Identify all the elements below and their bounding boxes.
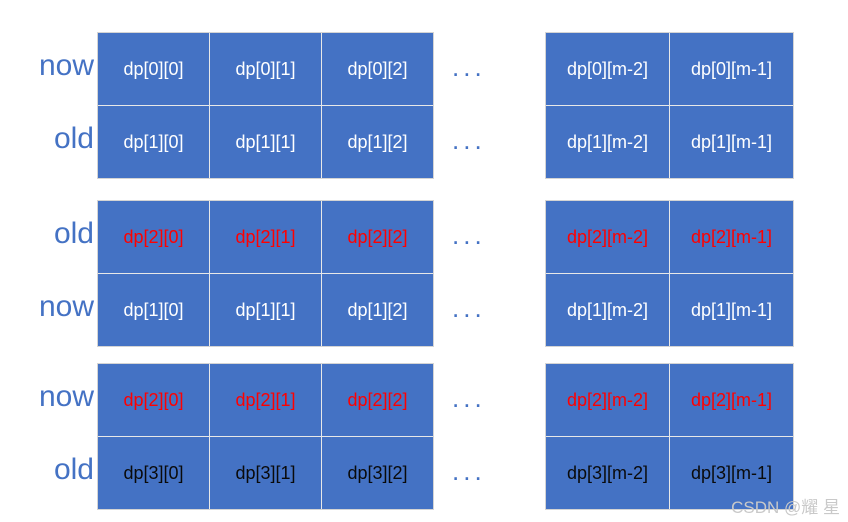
- grid-col-divider: [669, 437, 670, 509]
- grid-col-divider: [669, 106, 670, 178]
- dp-cell: dp[2][0]: [98, 201, 209, 273]
- grid-col-divider: [669, 201, 670, 273]
- dp-cell: dp[2][m-2]: [546, 364, 669, 436]
- ellipsis-marker: ...: [452, 52, 486, 82]
- left-cell-grid: dp[2][0]dp[2][1]dp[2][2] dp[3][0]dp[3][1]…: [97, 363, 434, 510]
- row-label-old: old: [53, 122, 94, 155]
- row-label-now: now: [38, 380, 94, 413]
- left-cell-grid: dp[2][0]dp[2][1]dp[2][2] dp[1][0]dp[1][1]…: [97, 200, 434, 347]
- grid-col-divider: [321, 437, 322, 509]
- grid-col-divider: [321, 33, 322, 105]
- dp-cell: dp[3][m-2]: [546, 437, 669, 509]
- ellipsis-marker: ...: [452, 383, 486, 413]
- grid-col-divider: [321, 201, 322, 273]
- grid-col-divider: [669, 364, 670, 436]
- dp-cell: dp[3][0]: [98, 437, 209, 509]
- dp-cell: dp[2][1]: [210, 201, 321, 273]
- grid-row-divider: [546, 105, 793, 106]
- dp-cell: dp[0][m-2]: [546, 33, 669, 105]
- dp-cell: dp[1][m-2]: [546, 106, 669, 178]
- row-label-now: now: [38, 49, 94, 82]
- grid-col-divider: [209, 106, 210, 178]
- dp-cell: dp[0][m-1]: [670, 33, 793, 105]
- grid-col-divider: [321, 364, 322, 436]
- dp-cell: dp[1][1]: [210, 106, 321, 178]
- row-label-old: old: [53, 217, 94, 250]
- ellipsis-marker: ...: [452, 220, 486, 250]
- row-label-column: old now: [0, 200, 94, 346]
- dp-cell: dp[3][2]: [322, 437, 433, 509]
- dp-cell: dp[2][1]: [210, 364, 321, 436]
- row-label-column: now old: [0, 363, 94, 509]
- dp-cell: dp[1][m-1]: [670, 106, 793, 178]
- dp-cell: dp[2][2]: [322, 364, 433, 436]
- right-cell-grid: dp[2][m-2]dp[2][m-1]dp[1][m-2]dp[1][m-1]: [545, 200, 794, 347]
- left-cell-grid: dp[0][0]dp[0][1]dp[0][2] dp[1][0]dp[1][1]…: [97, 32, 434, 179]
- dp-cell: dp[2][2]: [322, 201, 433, 273]
- grid-col-divider: [209, 437, 210, 509]
- row-label-old: old: [53, 453, 94, 486]
- ellipsis-marker: ...: [452, 293, 486, 323]
- csdn-watermark: CSDN @耀 星: [731, 498, 840, 517]
- grid-col-divider: [321, 274, 322, 346]
- dp-cell: dp[1][0]: [98, 106, 209, 178]
- dp-cell: dp[2][m-1]: [670, 364, 793, 436]
- grid-col-divider: [669, 33, 670, 105]
- right-cell-grid: dp[2][m-2]dp[2][m-1]dp[3][m-2]dp[3][m-1]: [545, 363, 794, 510]
- dp-cell: dp[1][2]: [322, 106, 433, 178]
- grid-row-divider: [98, 273, 433, 274]
- dp-cell: dp[1][1]: [210, 274, 321, 346]
- dp-cell: dp[0][2]: [322, 33, 433, 105]
- dp-cell: dp[1][2]: [322, 274, 433, 346]
- grid-col-divider: [209, 364, 210, 436]
- dp-cell: dp[0][0]: [98, 33, 209, 105]
- grid-row-divider: [98, 105, 433, 106]
- grid-col-divider: [209, 201, 210, 273]
- grid-row-divider: [546, 273, 793, 274]
- ellipsis-marker: ...: [452, 456, 486, 486]
- row-label-column: now old: [0, 32, 94, 178]
- dp-cell: dp[2][m-1]: [670, 201, 793, 273]
- grid-row-divider: [546, 436, 793, 437]
- ellipsis-marker: ...: [452, 125, 486, 155]
- dp-cell: dp[1][0]: [98, 274, 209, 346]
- dp-cell: dp[1][m-1]: [670, 274, 793, 346]
- dp-cell: dp[1][m-2]: [546, 274, 669, 346]
- dp-cell: dp[3][m-1]: [670, 437, 793, 509]
- dp-cell: dp[0][1]: [210, 33, 321, 105]
- dp-cell: dp[2][0]: [98, 364, 209, 436]
- grid-row-divider: [98, 436, 433, 437]
- row-label-now: now: [38, 290, 94, 323]
- dp-cell: dp[2][m-2]: [546, 201, 669, 273]
- grid-col-divider: [209, 33, 210, 105]
- right-cell-grid: dp[0][m-2]dp[0][m-1]dp[1][m-2]dp[1][m-1]: [545, 32, 794, 179]
- grid-col-divider: [321, 106, 322, 178]
- grid-col-divider: [209, 274, 210, 346]
- grid-col-divider: [669, 274, 670, 346]
- dp-cell: dp[3][1]: [210, 437, 321, 509]
